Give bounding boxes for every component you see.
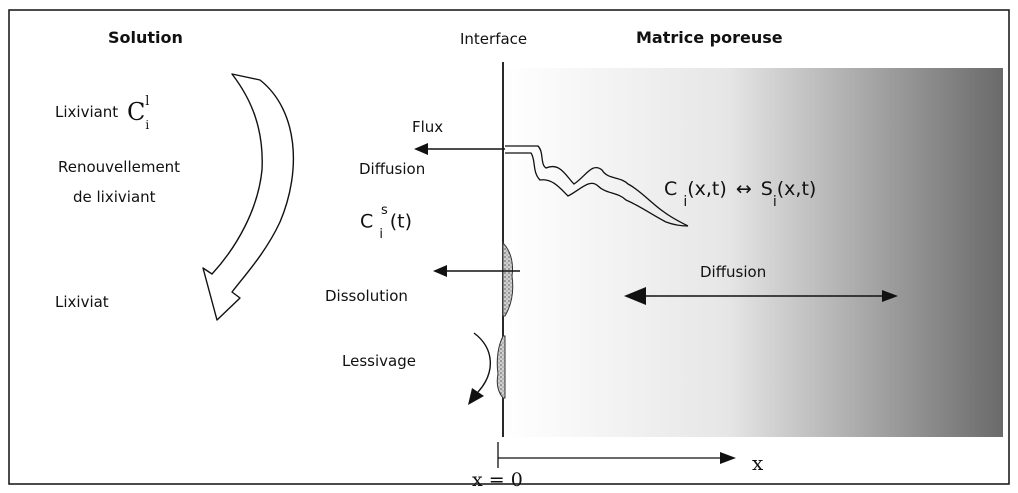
matrix-diffusion-left-arrowhead-icon — [624, 287, 646, 305]
flux-arrowhead-icon — [414, 143, 428, 155]
cs-arg: (t) — [389, 210, 413, 233]
label-renouvellement-1: Renouvellement — [58, 158, 181, 176]
label-diffusion-matrix: Diffusion — [700, 263, 767, 281]
label-flux: Flux — [412, 118, 444, 136]
eq-s-arg: (x,t) — [776, 178, 817, 200]
cs-symbol: C — [360, 210, 374, 233]
lixiviant-word: Lixiviant — [55, 103, 119, 121]
label-lessivage: Lessivage — [342, 352, 416, 370]
label-x-axis: x — [752, 451, 764, 475]
label-renouvellement-2: de lixiviant — [73, 188, 156, 206]
label-x-equals-zero: x = 0 — [472, 469, 523, 491]
label-lixiviant: Lixiviant Cil — [55, 94, 153, 131]
dissolution-arrowhead-icon — [433, 265, 447, 277]
lessivage-arrowhead-icon — [468, 388, 484, 405]
header-solution: Solution — [108, 28, 183, 47]
label-dissolution: Dissolution — [325, 287, 408, 305]
label-lixiviat: Lixiviat — [55, 293, 109, 311]
porous-matrix — [503, 68, 1003, 437]
eq-c: C — [664, 178, 678, 200]
renewal-arrow-icon — [202, 73, 295, 321]
eq-s-sub: i — [772, 193, 777, 210]
x-axis-arrowhead-icon — [720, 452, 736, 464]
lixiviant-sup: l — [145, 94, 150, 109]
eq-s: S — [760, 178, 773, 200]
eq-c-sub: i — [683, 193, 688, 210]
label-cs: C is(t) — [360, 204, 413, 241]
dissolution-deposit — [502, 241, 514, 317]
lixiviant-symbol: C — [126, 98, 146, 126]
figure-frame — [8, 9, 1010, 485]
lessivage-arrow-line — [473, 332, 492, 393]
label-diffusion-left: Diffusion — [359, 160, 426, 178]
pore-channel-lower — [505, 152, 689, 227]
lixiviant-sub: i — [145, 118, 150, 132]
eq-arrow-icon: ↔ — [735, 178, 752, 200]
header-matrix: Matrice poreuse — [636, 28, 783, 47]
header-interface: Interface — [460, 30, 528, 48]
cs-sup: s — [380, 203, 388, 218]
eq-c-arg: (x,t) — [687, 178, 727, 200]
cs-sub: i — [379, 227, 383, 243]
label-equilibrium: C i(x,t) ↔ Si(x,t) — [664, 178, 817, 209]
matrix-diffusion-right-arrowhead-icon — [882, 290, 898, 302]
pore-channel-upper — [505, 145, 689, 227]
lessivage-deposit — [496, 335, 506, 399]
